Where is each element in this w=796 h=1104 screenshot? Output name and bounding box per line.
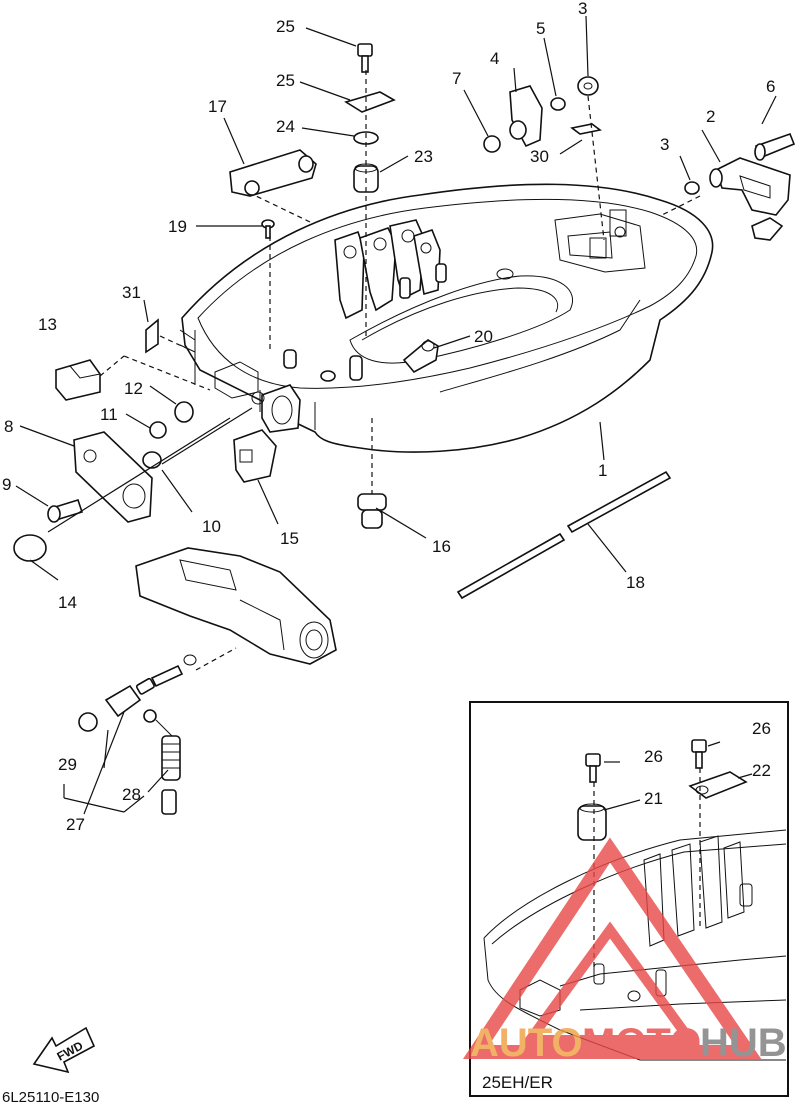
part-31-label <box>145 318 159 354</box>
part-30-plate <box>570 123 602 135</box>
part-8-plate <box>73 431 153 523</box>
inset-label: 25EH/ER <box>482 1073 553 1092</box>
part-17-bracket <box>229 149 317 197</box>
part-6-bolt <box>754 132 796 161</box>
callout-1: 1 <box>598 461 607 480</box>
callout-20: 23 <box>414 147 433 166</box>
part-11-washer <box>149 421 167 439</box>
callout-11: 11 <box>100 405 118 424</box>
part-13-plug <box>55 359 101 401</box>
callout-22: 25 <box>276 17 295 36</box>
callout-7: 7 <box>452 69 461 88</box>
callout-27: 27 <box>66 815 85 834</box>
callout-5: 5 <box>536 19 545 38</box>
part-28-lead <box>143 709 181 815</box>
part-2-bracket <box>709 157 791 241</box>
callout-29: 29 <box>58 755 77 774</box>
inset-grommet-25-left <box>577 803 607 841</box>
callout-21: 24 <box>276 117 295 136</box>
part-24-clip <box>402 339 439 374</box>
part-18-rod <box>456 470 672 600</box>
callout-14: 14 <box>58 593 77 612</box>
part-29-cap <box>78 712 98 732</box>
callout-17: 17 <box>208 97 227 116</box>
callout-31: 31 <box>122 283 141 302</box>
inset-bolt-26-left <box>585 753 601 783</box>
part-12-grommet <box>174 401 194 423</box>
inset-callout-25-right: 22 <box>752 761 771 780</box>
part-16-grommet <box>357 493 387 529</box>
drawing-code: 6L25110-E130 <box>2 1089 99 1104</box>
part-27-switch <box>104 654 197 718</box>
leader-lines <box>15 15 777 815</box>
callout-6: 6 <box>766 77 775 96</box>
lower-housing <box>135 547 337 665</box>
callout-18: 18 <box>626 573 645 592</box>
part-3-collar-right <box>684 181 700 195</box>
callout-4: 4 <box>490 49 499 68</box>
part-19-screw <box>261 219 275 239</box>
watermark-logo: AUTO MOTO HUB <box>462 837 787 1065</box>
part-number-labels: 25 25 24 23 17 19 31 13 12 11 8 9 10 14 … <box>2 0 775 834</box>
part-22-bolt <box>357 43 373 73</box>
callout-19: 19 <box>168 217 187 236</box>
fwd-arrow: FWD <box>32 1026 96 1074</box>
part-5-washer <box>550 97 566 111</box>
inset-callout-26-right: 26 <box>752 719 771 738</box>
inset-bolt-26-right <box>691 739 707 769</box>
callout-2: 2 <box>706 107 715 126</box>
bottom-cowling <box>179 183 714 453</box>
callout-16: 16 <box>432 537 451 556</box>
part-15-grommet <box>233 429 277 483</box>
part-9-bolt <box>47 499 84 523</box>
callout-3-top: 3 <box>578 0 587 18</box>
part-10-nut <box>142 451 162 469</box>
inset-plate-25-right <box>688 771 748 799</box>
callout-9: 9 <box>2 475 11 494</box>
inset-callout-26-left: 26 <box>644 747 663 766</box>
callout-3-right: 3 <box>660 135 669 154</box>
watermark-hub: HUB <box>700 1021 787 1065</box>
callout-15: 15 <box>280 529 299 548</box>
callout-8: 8 <box>4 417 13 436</box>
callout-28: 28 <box>122 785 141 804</box>
callout-12: 12 <box>124 379 143 398</box>
callout-23: 25 <box>276 71 295 90</box>
part-7-nut <box>483 135 501 153</box>
part-3-collar-top <box>577 76 599 96</box>
watermark-auto: AUTO <box>470 1021 583 1065</box>
callout-30: 30 <box>530 147 549 166</box>
watermark-moto: MOTO <box>582 1021 701 1065</box>
part-23-plate <box>344 91 396 113</box>
part-4-bracket <box>509 85 543 148</box>
inset-callout-25-left: 21 <box>644 789 663 808</box>
callout-10: 10 <box>202 517 221 536</box>
callout-13: 13 <box>38 315 57 334</box>
callout-24: 20 <box>474 327 493 346</box>
part-14-plug <box>13 534 47 562</box>
